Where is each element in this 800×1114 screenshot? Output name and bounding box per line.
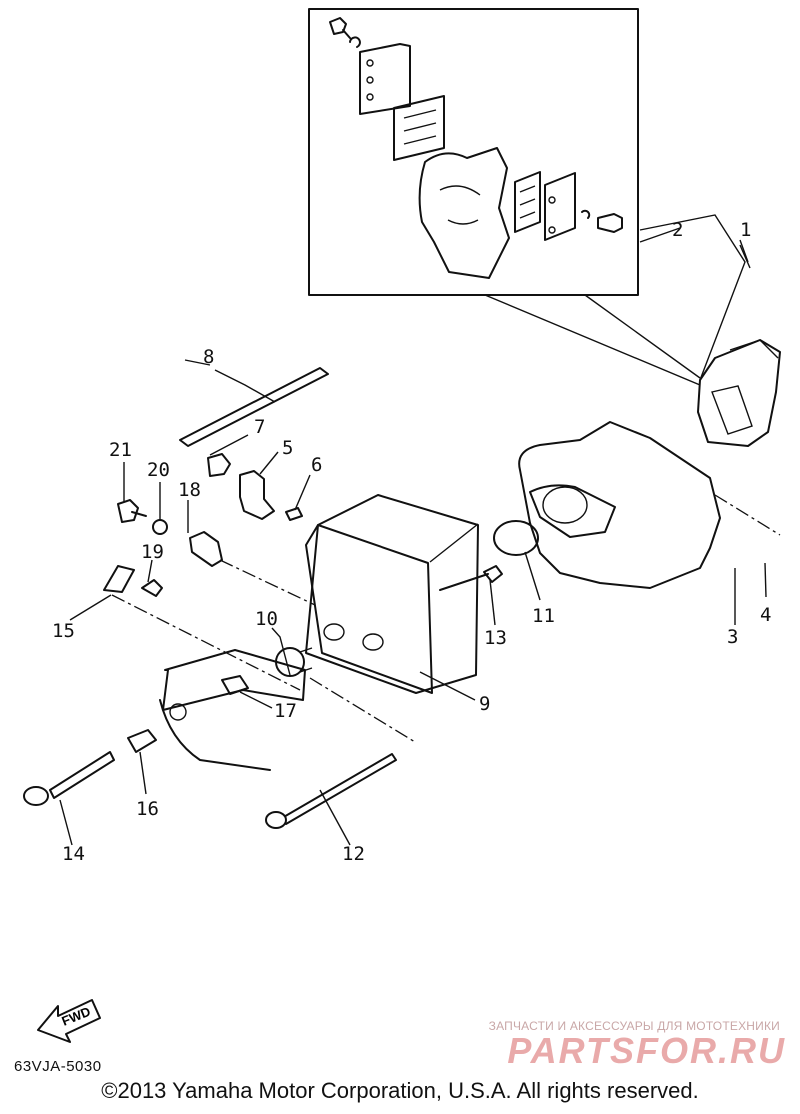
callout-2: 2 [672,219,683,241]
watermark-tagline: ЗАПЧАСТИ И АКСЕССУАРЫ ДЛЯ МОТОТЕХНИКИ [488,1019,780,1033]
callout-14: 14 [62,843,85,865]
reed-valve-inset [308,8,701,386]
silencer-box [305,494,479,694]
grommet-16 [127,729,157,753]
hose-15 [103,565,135,593]
callout-10: 10 [255,608,278,630]
callout-3: 3 [727,626,738,648]
callout-18: 18 [178,479,201,501]
callout-11: 11 [532,605,555,627]
cover-plate [159,649,306,771]
callout-6: 6 [311,454,322,476]
callout-8: 8 [203,346,214,368]
callout-9: 9 [479,693,490,715]
callout-5: 5 [282,437,293,459]
callout-17: 17 [274,700,297,722]
fwd-label: FWD [60,1004,93,1029]
rod-14 [23,751,115,806]
joint-5 [239,470,275,520]
drawing-code: 63VJA-5030 [14,1058,102,1075]
reed-valve-assembly [639,214,781,447]
fwd-arrow: FWD [37,999,101,1043]
callout-16: 16 [136,798,159,820]
callout-7: 7 [254,416,265,438]
callout-labels: 1 2 3 4 5 6 7 8 9 10 11 12 13 14 15 16 1… [52,219,771,865]
callout-4: 4 [760,604,771,626]
washer-20 [152,519,168,535]
fitting-7 [207,453,231,477]
hose-8 [179,367,329,447]
callout-21: 21 [109,439,132,461]
gasket-ring [493,520,539,556]
pin-6 [285,507,303,521]
clip-19 [141,579,163,597]
callout-20: 20 [147,459,170,481]
callout-15: 15 [52,620,75,642]
bolt-12 [265,753,397,829]
grommet-17 [221,675,249,695]
bolt-13 [439,565,503,591]
watermark-brand: PARTSFOR.RU [507,1030,786,1071]
screw-21 [117,499,147,523]
leader-lines [59,227,767,846]
callout-19: 19 [141,541,164,563]
callout-13: 13 [484,627,507,649]
callout-1: 1 [740,219,751,241]
bracket-18 [189,531,223,567]
engine-block-outline [518,421,781,589]
callout-12: 12 [342,843,365,865]
copyright-notice: ©2013 Yamaha Motor Corporation, U.S.A. A… [101,1078,699,1103]
